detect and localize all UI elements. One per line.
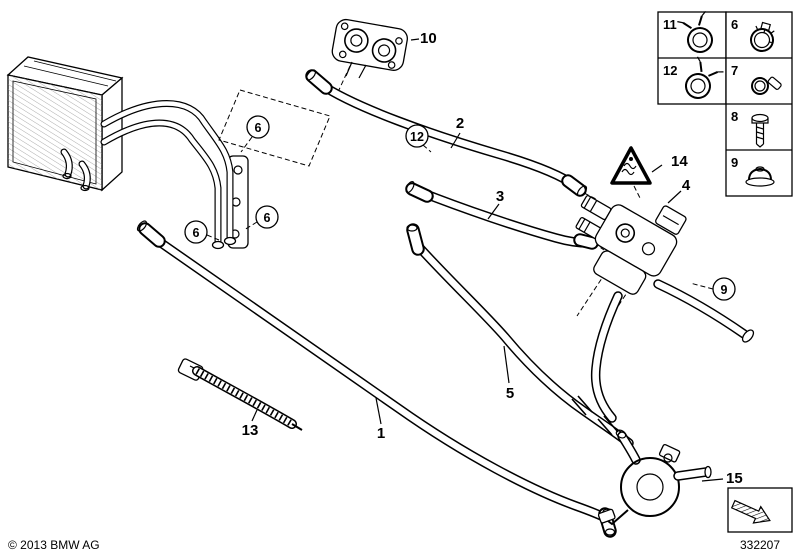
callout-6-circle[interactable]: 6	[184, 220, 208, 244]
legend-label-9: 9	[731, 155, 738, 170]
aux-water-pump	[597, 429, 712, 526]
water-hose-5	[407, 225, 629, 443]
callout-15[interactable]: 15	[726, 470, 743, 487]
water-hose-2	[305, 68, 588, 197]
hose-clamp-icon	[750, 21, 775, 52]
grommet-icon	[745, 166, 775, 187]
legend-label-12: 12	[663, 63, 677, 78]
svg-text:12: 12	[410, 130, 424, 144]
direction-arrow-box	[727, 487, 793, 533]
connection-flange	[331, 18, 408, 71]
hose-clamp-marks	[597, 415, 619, 436]
valve-outlet-hoses	[596, 284, 755, 418]
coolant-pipes	[104, 104, 249, 250]
legend: 11 6 12 7 8 9	[657, 10, 793, 197]
profile-clamp-icon	[751, 76, 782, 95]
flange-neck	[345, 61, 367, 79]
legend-label-8: 8	[731, 109, 738, 124]
screw-icon	[751, 113, 769, 148]
water-valve	[575, 195, 687, 295]
legend-label-6: 6	[731, 17, 738, 32]
callout-12-circle[interactable]: 12	[405, 124, 429, 148]
svg-text:9: 9	[721, 283, 728, 297]
callout-leaders	[251, 38, 724, 482]
direction-arrow-icon	[730, 499, 771, 524]
callout-4[interactable]: 4	[682, 177, 691, 194]
callout-9-circle[interactable]: 9	[712, 277, 736, 301]
callout-10[interactable]: 10	[420, 30, 437, 47]
hose-clamp-marks	[571, 395, 593, 416]
water-hose-3	[404, 180, 592, 243]
heater-radiator	[6, 56, 124, 192]
warning-triangle-icon	[610, 146, 652, 185]
callout-14[interactable]: 14	[671, 153, 688, 170]
spring-band-clamp-icon	[685, 56, 724, 99]
callout-13[interactable]: 13	[242, 422, 259, 439]
copyright-text: © 2013 BMW AG	[8, 538, 100, 552]
legend-label-11: 11	[663, 17, 677, 32]
cable-strap	[177, 358, 303, 431]
callout-3[interactable]: 3	[496, 188, 504, 205]
svg-text:6: 6	[264, 211, 271, 225]
pump-connector	[658, 444, 681, 463]
callout-2[interactable]: 2	[456, 115, 464, 132]
callout-6-circle[interactable]: 6	[246, 115, 270, 139]
callout-5[interactable]: 5	[506, 385, 514, 402]
spring-band-clamp-icon	[677, 10, 713, 53]
legend-label-7: 7	[731, 63, 738, 78]
svg-text:6: 6	[193, 226, 200, 240]
callout-6-circle[interactable]: 6	[255, 205, 279, 229]
svg-text:6: 6	[255, 121, 262, 135]
diagram-number-text: 332207	[740, 538, 780, 552]
callout-1[interactable]: 1	[377, 425, 385, 442]
